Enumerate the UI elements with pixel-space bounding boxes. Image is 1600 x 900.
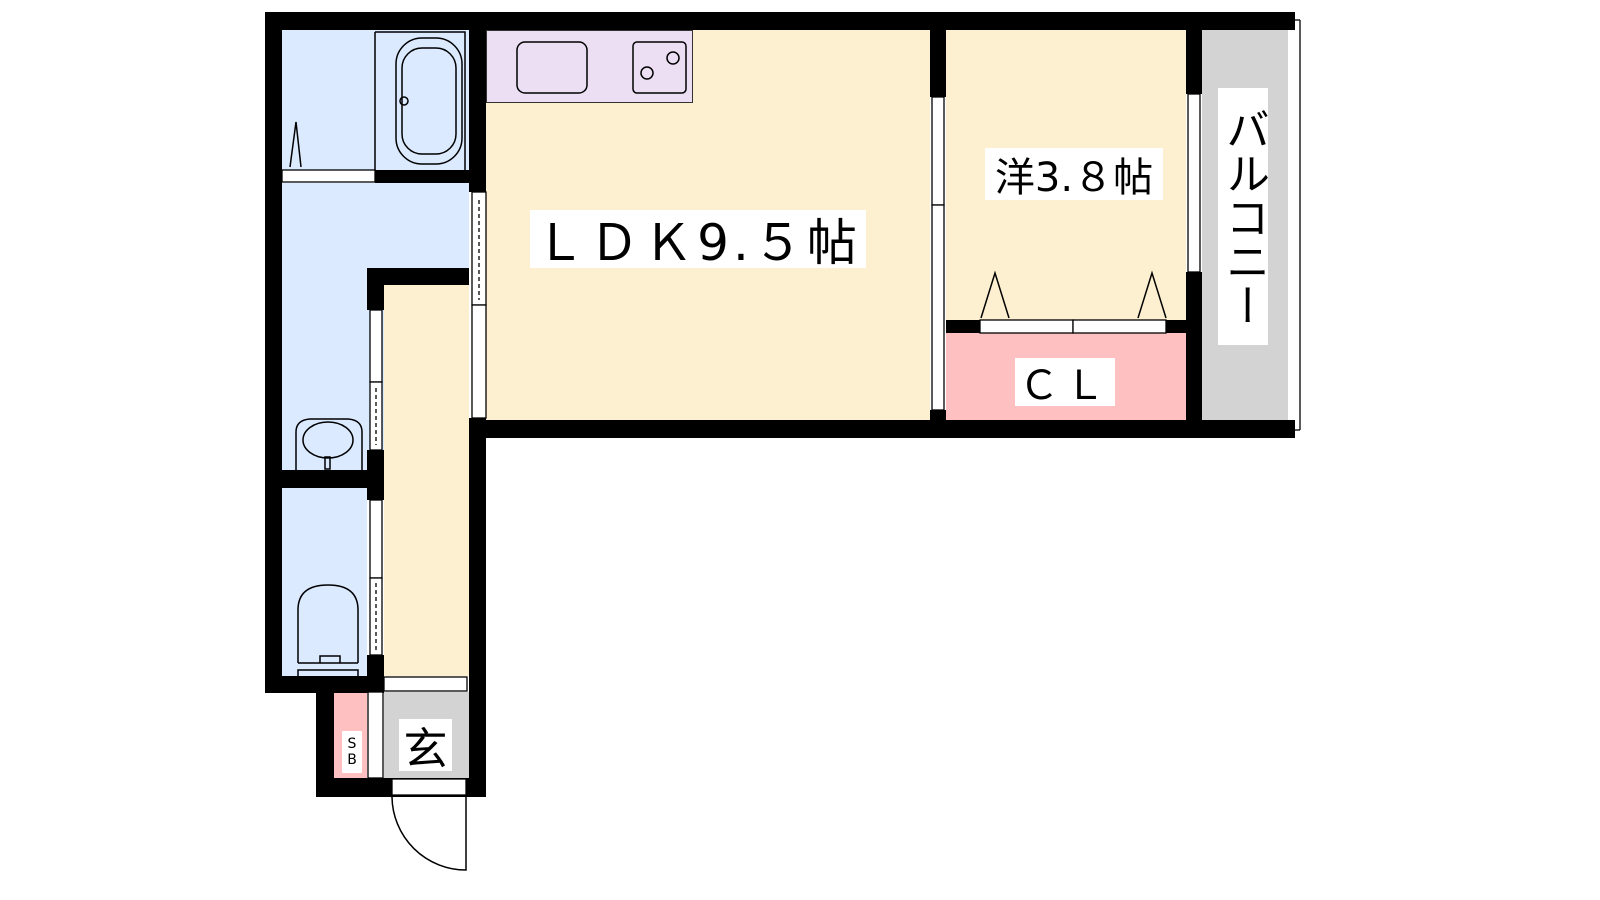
wall-hall-left-low — [367, 655, 384, 693]
bathtub-icon — [395, 37, 463, 165]
closet-label: ＣＬ — [1015, 358, 1115, 409]
wash-door-upper — [369, 309, 383, 383]
front-door-frame — [391, 778, 467, 796]
washbasin-icon — [295, 418, 363, 470]
wall-wash-toilet — [282, 470, 384, 488]
wall-ldk-western — [930, 12, 946, 97]
closet-door-right — [1072, 319, 1167, 334]
wall-left — [265, 12, 282, 693]
toilet-door-upper — [369, 499, 383, 579]
shoe-box-label: SB — [342, 731, 362, 773]
toilet-icon — [297, 584, 359, 682]
ldk-western-door-upper — [931, 96, 945, 206]
wall-corridor-right-lower — [469, 418, 486, 797]
sb-divider — [367, 691, 384, 779]
entrance-label: 玄 — [399, 719, 452, 775]
wall-sb-left — [316, 676, 334, 797]
ldk-hall-door-lower — [471, 304, 487, 419]
balcony-window — [1187, 93, 1201, 273]
wall-top — [265, 12, 1295, 30]
wall-hall-left — [367, 268, 384, 310]
toilet-floor — [282, 488, 367, 676]
ldk-western-door-lower — [931, 204, 945, 411]
wall-western-balcony — [1186, 12, 1202, 94]
wall-ldk-bottom — [469, 420, 1295, 438]
stove-icon — [632, 41, 687, 94]
bath-door-stop-icon — [289, 121, 302, 168]
toilet-door-lower — [369, 577, 383, 656]
hallway-floor — [384, 285, 469, 676]
closet-door-stop-icon — [980, 270, 1167, 319]
sink-icon — [516, 41, 588, 94]
wall-corridor-right — [469, 12, 486, 192]
wall-ldk-western-low — [930, 410, 946, 438]
western-room-label: 洋3.８帖 — [985, 148, 1163, 201]
wall-closet-top — [946, 320, 980, 333]
wall-bath-partition — [375, 170, 469, 183]
balcony-label: バルコニー — [1218, 88, 1269, 345]
entrance-step — [383, 676, 468, 692]
bath-door — [281, 169, 376, 183]
closet-door-left — [979, 319, 1074, 334]
wall-western-balcony-low — [1186, 272, 1202, 438]
bathtub-icon — [374, 31, 466, 170]
wall-hall-top — [367, 268, 469, 285]
wall-closet-top-right — [1166, 320, 1186, 333]
ldk-label: ＬＤＫ9.５帖 — [530, 210, 866, 272]
front-door-swing — [391, 796, 467, 871]
